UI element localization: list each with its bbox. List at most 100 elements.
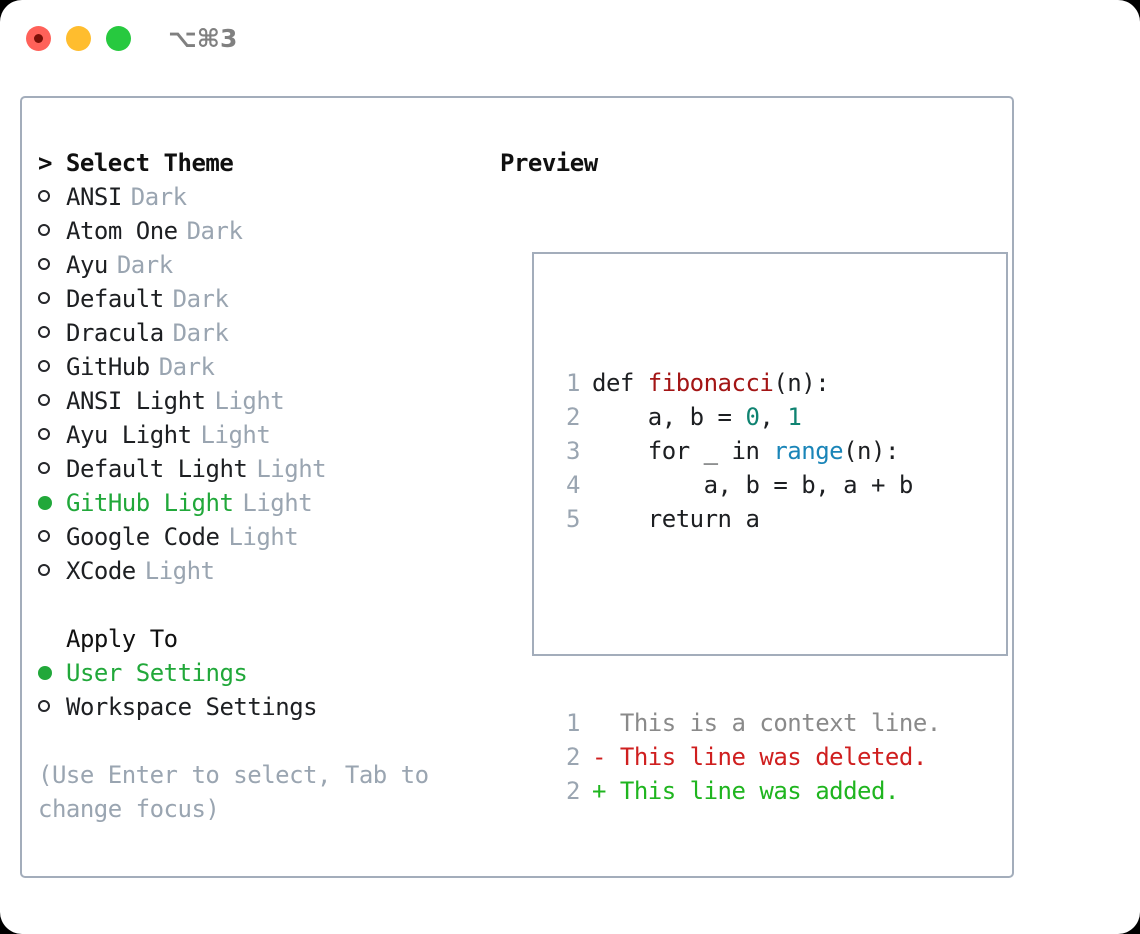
theme-label: Default [66, 285, 164, 313]
theme-kind-badge: Dark [116, 251, 173, 279]
code-line-content: a, b = b, a + b [592, 468, 914, 502]
code-line-content: a, b = 0, 1 [592, 400, 802, 434]
keyboard-shortcut-label: ⌥⌘3 [168, 24, 238, 53]
apply-to-header: Apply To [66, 625, 178, 653]
theme-item[interactable]: Default Dark [38, 282, 478, 316]
theme-item[interactable]: GitHub Dark [38, 350, 478, 384]
theme-item[interactable]: ANSI Light Light [38, 384, 478, 418]
code-line: 5 return a [554, 502, 941, 536]
select-theme-header: > Select Theme [38, 149, 234, 177]
code-diff-gap [554, 604, 941, 638]
line-number: 2 [566, 777, 580, 805]
radio-unselected-icon [38, 530, 50, 542]
diff-sample: 1 This is a context line. 2 - This line wa… [554, 706, 941, 808]
theme-item[interactable]: XCode Light [38, 554, 478, 588]
code-token: 0 [745, 403, 760, 431]
code-token: , [759, 403, 788, 431]
close-window-button[interactable] [26, 26, 51, 51]
theme-item[interactable]: Dracula Dark [38, 316, 478, 350]
theme-kind-badge: Dark [172, 285, 229, 313]
radio-unselected-icon [38, 326, 50, 338]
theme-label: ANSI [66, 183, 122, 211]
code-token: def [592, 369, 648, 397]
radio-unselected-icon [38, 564, 50, 576]
radio-unselected-icon [38, 292, 50, 304]
radio-unselected-icon [38, 462, 50, 474]
radio-selected-icon [38, 496, 52, 510]
code-token: a, b = [592, 403, 746, 431]
apply-to-label: User Settings [66, 659, 248, 687]
theme-kind-badge: Dark [158, 353, 215, 381]
theme-kind-badge: Dark [172, 319, 229, 347]
theme-kind-badge: Light [228, 523, 299, 551]
theme-label: Default Light [66, 455, 248, 483]
radio-unselected-icon [38, 700, 50, 712]
code-line: 3 for _ in range(n): [554, 434, 941, 468]
code-token: (n): [773, 369, 830, 397]
code-token: for _ in [592, 437, 774, 465]
code-token: (n): [843, 437, 899, 465]
minimize-window-button[interactable] [66, 26, 91, 51]
diff-line: 1 This is a context line. [554, 706, 941, 740]
keyboard-hint-text: (Use Enter to select, Tab to change focu… [38, 761, 429, 823]
radio-unselected-icon [38, 190, 50, 202]
code-line: 2 a, b = 0, 1 [554, 400, 941, 434]
theme-label: Ayu [66, 251, 108, 279]
code-line: 4 a, b = b, a + b [554, 468, 941, 502]
list-spacer [38, 588, 478, 622]
line-number: 1 [566, 709, 580, 737]
diff-line-content: - This line was deleted. [592, 743, 927, 771]
code-token: fibonacci [647, 369, 774, 397]
code-token: a, b = b, a + b [592, 471, 914, 499]
code-token: return a [592, 505, 760, 533]
theme-label: Ayu Light [66, 421, 192, 449]
theme-label: XCode [66, 557, 136, 585]
code-line-content: def fibonacci(n): [592, 366, 830, 400]
traffic-light-group [26, 26, 146, 51]
diff-line: 2 + This line was added. [554, 774, 941, 808]
code-token: 1 [787, 403, 802, 431]
theme-label: GitHub [66, 353, 150, 381]
theme-label: ANSI Light [66, 387, 206, 415]
radio-unselected-icon [38, 224, 50, 236]
preview-header: Preview [500, 149, 598, 177]
maximize-window-button[interactable] [106, 26, 131, 51]
diff-line: 2 - This line was deleted. [554, 740, 941, 774]
theme-kind-badge: Light [144, 557, 215, 585]
radio-unselected-icon [38, 360, 50, 372]
theme-label: Atom One [66, 217, 178, 245]
line-number: 5 [566, 505, 580, 533]
theme-kind-badge: Light [242, 489, 313, 517]
apply-to-item[interactable]: Workspace Settings [38, 690, 478, 724]
code-line-content: for _ in range(n): [592, 434, 900, 468]
title-bar: ⌥⌘3 [0, 0, 1140, 78]
hint-spacer [38, 724, 478, 758]
theme-label: GitHub Light [66, 489, 234, 517]
theme-item[interactable]: Ayu Dark [38, 248, 478, 282]
theme-label: Dracula [66, 319, 164, 347]
diff-line-content: This is a context line. [592, 709, 941, 737]
theme-kind-badge: Light [214, 387, 285, 415]
theme-item[interactable]: GitHub Light Light [38, 486, 478, 520]
apply-to-item[interactable]: User Settings [38, 656, 478, 690]
line-number: 3 [566, 437, 580, 465]
diff-line-content: + This line was added. [592, 777, 899, 805]
code-token: range [773, 437, 844, 465]
line-number: 2 [566, 743, 580, 771]
line-number: 4 [566, 471, 580, 499]
code-line-content: return a [592, 502, 760, 536]
line-number: 2 [566, 403, 580, 431]
